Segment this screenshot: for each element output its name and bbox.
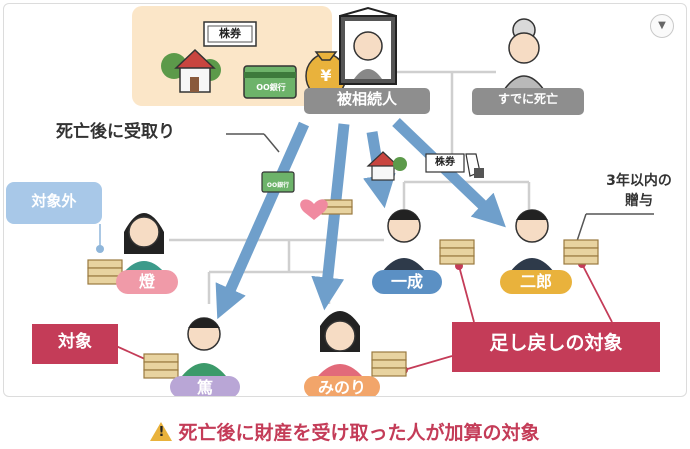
person-atsushi-label: 篤 [170, 376, 240, 396]
small-stock-certificate-label: 株券 [435, 157, 455, 168]
chevron-down-icon: ▼ [658, 20, 666, 31]
yen-symbol: ¥ [320, 66, 332, 85]
out-of-scope-bubble [6, 182, 102, 224]
within-3-years-label-line1: 3年以内の [606, 173, 672, 189]
small-bank-card-label: OO銀行 [266, 182, 290, 189]
person-jiro-label: 二郎 [500, 270, 572, 294]
diagram-canvas [6, 6, 654, 379]
house-small-icon [366, 151, 407, 181]
akari-figure [124, 213, 164, 272]
diagram-frame: 株券 OO銀行 ¥ 株券 OO銀行 被相続人 すでに死亡 死亡後に受取り 対象外… [3, 3, 687, 397]
asset-area [132, 6, 332, 106]
decedent-portrait [339, 6, 397, 85]
person-issei-label: 一成 [372, 270, 442, 294]
stock-certificate-small-icon [425, 153, 465, 173]
caption-text: 死亡後に財産を受け取った人が加算の対象 [178, 422, 540, 444]
bank-card-small-icon [261, 171, 295, 193]
addback-target-label-box: 足し戻しの対象 [452, 322, 660, 372]
transfer-arrows [215, 118, 506, 320]
person-akari-label: 燈 [116, 270, 178, 294]
after-death-received-label: 死亡後に受取り [56, 122, 175, 142]
stock-certificate-label: 株券 [219, 27, 241, 40]
out-of-scope-label: 対象外 [31, 192, 77, 210]
grandmother-figure [502, 18, 546, 91]
money-stacks [87, 199, 599, 379]
decedent-label: 被相続人 [304, 88, 430, 114]
hand-cursor-icon [465, 153, 484, 178]
already-dead-label: すでに死亡 [472, 88, 584, 115]
warning-icon [150, 422, 173, 441]
minori-figure [318, 311, 362, 376]
stock-certificate-icon [203, 21, 257, 47]
collapse-toggle-button[interactable]: ▼ [650, 14, 674, 38]
caption-row: 死亡後に財産を受け取った人が加算の対象 [0, 418, 690, 445]
person-minori-label: みのり [304, 376, 380, 396]
target-label-box: 対象 [32, 324, 118, 364]
arrow-to-atsushi [215, 121, 310, 320]
heart-icon [300, 199, 328, 220]
bank-card-label: OO銀行 [256, 83, 286, 92]
bank-card-icon [243, 65, 297, 99]
jiro-figure [510, 209, 554, 272]
callout-lines [226, 133, 654, 245]
within-3-years-label-line2: 贈与 [625, 193, 653, 209]
issei-figure [382, 209, 426, 272]
atsushi-figure [182, 317, 226, 376]
house-icon [161, 48, 221, 93]
money-bag-icon [305, 51, 347, 99]
